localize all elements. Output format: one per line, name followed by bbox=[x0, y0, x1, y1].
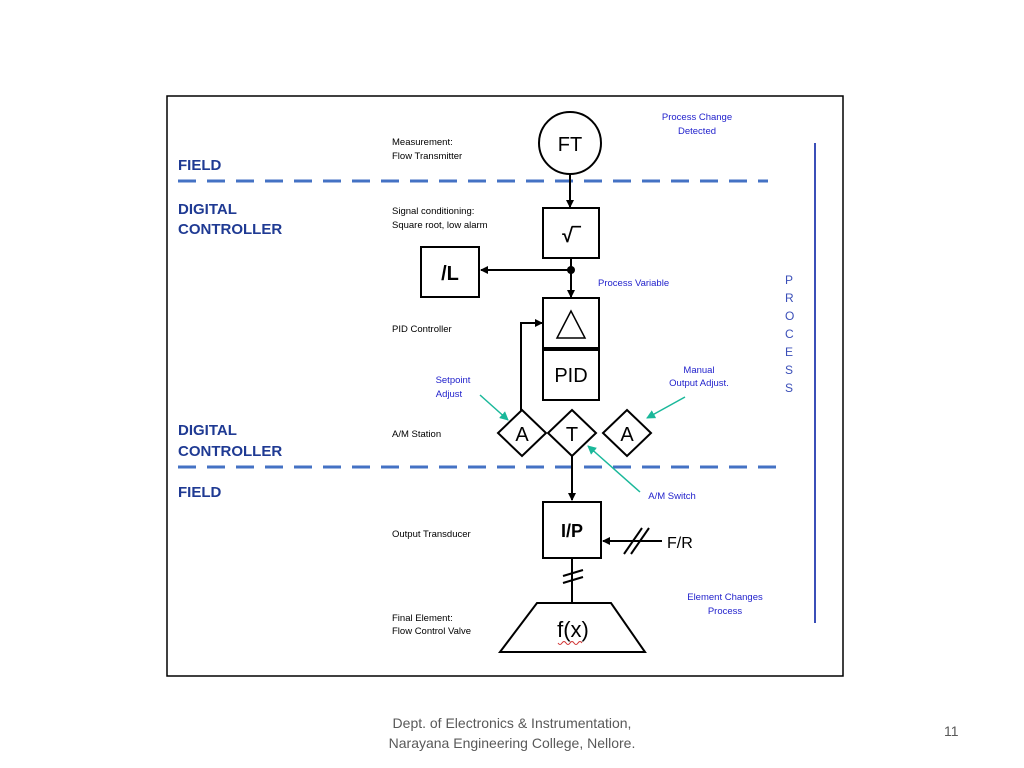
process-letter-p: P bbox=[785, 273, 793, 287]
label-signal-2: Square root, low alarm bbox=[392, 220, 488, 231]
setpoint-path bbox=[520, 319, 543, 412]
delta-icon bbox=[555, 309, 587, 339]
low-alarm-box bbox=[420, 246, 480, 298]
am-station-auto-right bbox=[601, 408, 653, 458]
low-alarm-symbol: /L bbox=[441, 263, 459, 285]
diagram-frame bbox=[166, 95, 844, 677]
setpoint-teal-arrow bbox=[479, 394, 509, 421]
fr-hash-1 bbox=[623, 527, 643, 555]
pneumatic-hash-2 bbox=[562, 576, 584, 584]
zone-digital-top-1: DIGITAL bbox=[178, 201, 237, 218]
spellcheck-squiggle bbox=[557, 641, 583, 645]
process-letter-e: E bbox=[785, 345, 793, 359]
label-output-transducer: Output Transducer bbox=[392, 529, 471, 540]
process-letter-r: R bbox=[785, 291, 794, 305]
square-root-symbol: √‾ bbox=[562, 225, 581, 247]
process-letter-o: O bbox=[785, 309, 794, 323]
valve-function-symbol: f(x) bbox=[557, 617, 589, 642]
flow-transmitter-symbol: FT bbox=[558, 134, 582, 156]
pneumatic-hash-1 bbox=[562, 569, 584, 577]
zone-digital-bottom-2: CONTROLLER bbox=[178, 443, 282, 460]
label-measurement-1: Measurement: bbox=[392, 137, 453, 148]
am-switch-teal-arrow bbox=[587, 445, 641, 493]
fr-symbol: F/R bbox=[667, 535, 693, 552]
zone-field-top: FIELD bbox=[178, 157, 221, 174]
pid-box bbox=[542, 349, 600, 401]
zone-digital-bottom-1: DIGITAL bbox=[178, 422, 237, 439]
note-setpoint-2: Adjust bbox=[436, 389, 463, 400]
process-letter-s1: S bbox=[785, 363, 793, 377]
note-manual-1: Manual bbox=[683, 365, 714, 376]
process-letters: P R O C E S S bbox=[785, 273, 794, 395]
am-station-auto-left bbox=[496, 408, 548, 458]
pid-symbol: PID bbox=[554, 365, 587, 387]
zone-digital-top-2: CONTROLLER bbox=[178, 221, 282, 238]
note-element-1: Element Changes bbox=[687, 592, 763, 603]
label-measurement-2: Flow Transmitter bbox=[392, 151, 462, 162]
label-am-station: A/M Station bbox=[392, 429, 441, 440]
manual-teal-arrow bbox=[646, 396, 686, 419]
am-station-t-symbol: T bbox=[566, 424, 578, 446]
label-final-2: Flow Control Valve bbox=[392, 626, 471, 637]
label-final-1: Final Element: bbox=[392, 613, 453, 624]
note-setpoint-1: Setpoint bbox=[436, 375, 471, 386]
flow-control-valve-trapezoid bbox=[497, 602, 647, 653]
note-manual-2: Output Adjust. bbox=[669, 378, 729, 389]
page-number: 11 bbox=[944, 723, 959, 739]
process-letter-s2: S bbox=[785, 381, 793, 395]
footer-line-1: Dept. of Electronics & Instrumentation, bbox=[392, 715, 632, 731]
note-element-2: Process bbox=[708, 606, 743, 617]
label-signal-1: Signal conditioning: bbox=[392, 206, 474, 217]
note-process-variable: Process Variable bbox=[598, 278, 669, 289]
am-station-a-right-symbol: A bbox=[620, 424, 634, 446]
comparator-box bbox=[542, 297, 600, 349]
zone-field-bottom: FIELD bbox=[178, 484, 221, 501]
square-root-box bbox=[542, 207, 600, 259]
fr-hash-2 bbox=[630, 527, 650, 555]
note-am-switch: A/M Switch bbox=[648, 491, 696, 502]
am-station-a-left-symbol: A bbox=[515, 424, 529, 446]
note-process-change-2: Detected bbox=[678, 126, 716, 137]
slide-footer: Dept. of Electronics & Instrumentation, … bbox=[320, 713, 704, 753]
note-process-change-1: Process Change bbox=[662, 112, 732, 123]
ip-transducer-box bbox=[542, 501, 602, 559]
process-letter-c: C bbox=[785, 327, 794, 341]
ip-transducer-symbol: I/P bbox=[561, 521, 583, 541]
label-pid-controller: PID Controller bbox=[392, 324, 452, 335]
footer-line-2: Narayana Engineering College, Nellore. bbox=[388, 735, 636, 751]
